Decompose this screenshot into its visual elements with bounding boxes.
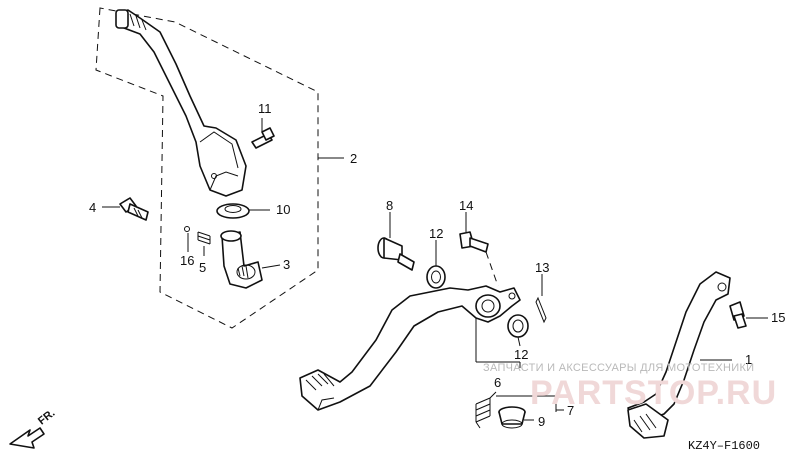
callout-15: 15 bbox=[771, 310, 785, 325]
spring-5 bbox=[197, 231, 211, 245]
kickstarter-arm bbox=[115, 9, 247, 197]
callout-labels: 1 2 3 4 5 6 7 8 9 10 11 12 12 13 14 15 1… bbox=[89, 101, 785, 429]
callout-12-lower: 12 bbox=[514, 347, 528, 362]
watermark-logo: PARTSTOP.RU bbox=[530, 374, 778, 412]
callout-16: 16 bbox=[180, 253, 194, 268]
callout-7: 7 bbox=[567, 403, 574, 418]
kickstarter-rubber-grip bbox=[115, 9, 129, 29]
front-direction-arrow bbox=[9, 427, 45, 449]
pivot-bolt-8 bbox=[377, 237, 415, 271]
cotter-pin-13 bbox=[535, 296, 547, 324]
callout-4: 4 bbox=[89, 200, 96, 215]
washer-10 bbox=[216, 203, 250, 219]
kickstarter-spindle-3 bbox=[220, 230, 263, 289]
bolt-11 bbox=[251, 127, 275, 149]
callout-9: 9 bbox=[538, 414, 545, 429]
callout-5: 5 bbox=[199, 260, 206, 275]
diagram-code: KZ4Y–F1600 bbox=[688, 439, 761, 453]
collar-9 bbox=[498, 406, 526, 429]
callout-6: 6 bbox=[494, 375, 501, 390]
return-spring-7 bbox=[475, 391, 497, 429]
gearshift-pedal bbox=[627, 271, 731, 439]
watermark-caption: ЗАПЧАСТИ И АКСЕССУАРЫ ДЛЯ МОТОТЕХНИКИ bbox=[483, 362, 755, 374]
callout-13: 13 bbox=[535, 260, 549, 275]
kickstarter-assembly-outline bbox=[95, 7, 319, 329]
callout-3: 3 bbox=[283, 257, 290, 272]
brake-pedal bbox=[299, 285, 521, 411]
leader-lines bbox=[102, 118, 768, 421]
callout-10: 10 bbox=[276, 202, 290, 217]
callout-2: 2 bbox=[350, 151, 357, 166]
dust-seal-12-upper bbox=[426, 265, 446, 289]
ball-16 bbox=[184, 226, 190, 232]
callout-14: 14 bbox=[459, 198, 473, 213]
bolt-4 bbox=[119, 197, 149, 221]
callout-12-upper: 12 bbox=[429, 226, 443, 241]
bolt-14 bbox=[459, 231, 489, 253]
callout-1: 1 bbox=[745, 352, 752, 367]
callout-11: 11 bbox=[258, 101, 272, 116]
callout-8: 8 bbox=[386, 198, 393, 213]
dust-seal-12-lower bbox=[507, 314, 529, 338]
bolt-15 bbox=[729, 301, 747, 329]
